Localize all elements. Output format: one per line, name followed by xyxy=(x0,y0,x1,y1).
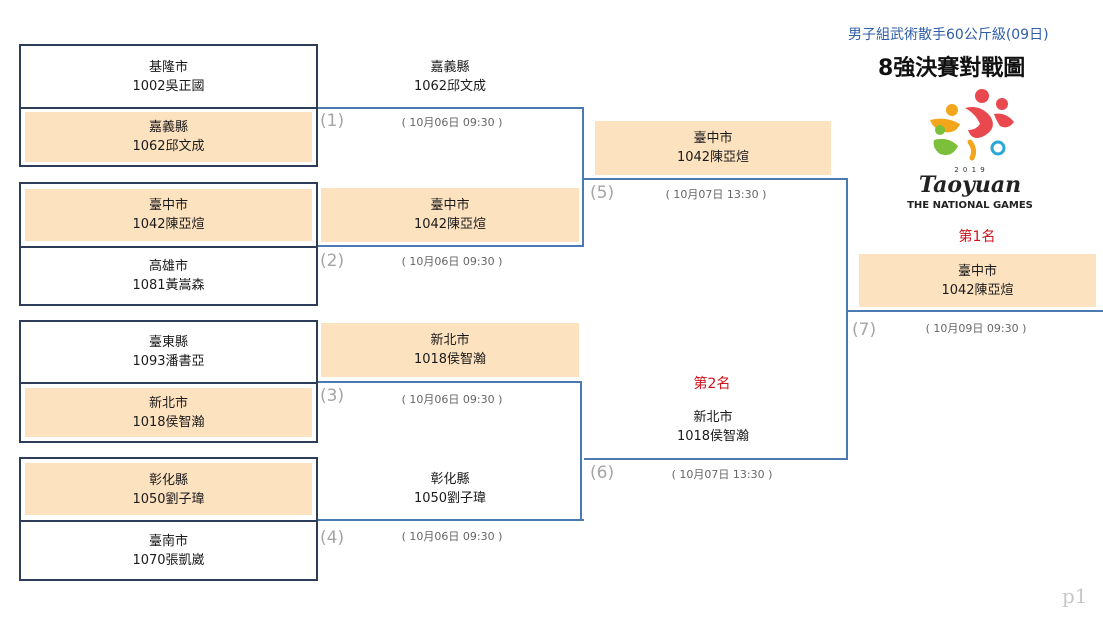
page-number: p1 xyxy=(1062,584,1088,608)
bracket-line xyxy=(582,107,584,247)
seed-box: 嘉義縣 1062邱文成 xyxy=(19,107,318,167)
bracket-line xyxy=(580,381,582,521)
player-name: 1018侯智瀚 xyxy=(413,352,487,367)
seed-box: 臺中市 1042陳亞煊 xyxy=(19,182,318,248)
seed-box: 新北市 1018侯智瀚 xyxy=(19,382,318,443)
team-city: 嘉義縣 xyxy=(148,120,188,135)
round2-entry: 彰化縣 1050劉子瑋 xyxy=(321,469,579,509)
player-name: 1042陳亞煊 xyxy=(132,217,205,232)
match-number: (5) xyxy=(590,183,615,203)
player-name: 1050劉子瑋 xyxy=(132,491,205,507)
match-number: (7) xyxy=(852,320,877,340)
seed-box: 彰化縣 1050劉子瑋 xyxy=(19,457,318,522)
team-city: 臺東縣 xyxy=(148,335,188,350)
match-time: ( 10月06日 09:30 ) xyxy=(401,530,503,543)
round2-entry: 臺中市 1042陳亞煊 xyxy=(321,188,579,242)
round3-entry: 新北市 1018侯智瀚 xyxy=(595,406,831,448)
player-name: 1081黃嵩森 xyxy=(132,278,205,293)
bracket-line xyxy=(318,381,582,383)
match-time: ( 10月06日 09:30 ) xyxy=(401,393,503,406)
team-city: 臺中市 xyxy=(148,198,188,213)
match-time: ( 10月07日 13:30 ) xyxy=(671,468,773,481)
team-city: 新北市 xyxy=(693,410,733,425)
second-place-label: 第2名 xyxy=(693,376,731,392)
match-time: ( 10月06日 09:30 ) xyxy=(401,255,503,268)
player-name: 1062邱文成 xyxy=(413,79,487,94)
team-city: 臺中市 xyxy=(957,263,997,279)
bracket-line xyxy=(318,519,584,521)
team-city: 新北市 xyxy=(430,333,470,348)
match-number: (6) xyxy=(590,463,615,483)
team-city: 臺南市 xyxy=(148,533,188,549)
round3-entry: 臺中市 1042陳亞煊 xyxy=(595,121,831,175)
player-name: 1062邱文成 xyxy=(132,139,205,154)
player-name: 1002吳正國 xyxy=(132,78,205,94)
team-city: 彰化縣 xyxy=(430,472,470,487)
bracket-line xyxy=(318,107,584,109)
team-city: 嘉義縣 xyxy=(430,60,470,75)
bracket-line xyxy=(584,458,848,460)
player-name: 1070張凱崴 xyxy=(132,552,205,568)
logo-figures-icon xyxy=(930,89,1014,161)
seed-box: 臺南市 1070張凱崴 xyxy=(19,520,318,581)
bracket-line xyxy=(318,245,584,247)
player-name: 1050劉子瑋 xyxy=(413,491,487,506)
team-city: 臺中市 xyxy=(693,131,733,146)
player-name: 1042陳亞煊 xyxy=(676,150,750,165)
team-city: 高雄市 xyxy=(148,259,188,274)
player-name: 1018侯智瀚 xyxy=(132,414,205,430)
player-name: 1042陳亞煊 xyxy=(413,217,487,232)
logo-wordmark: Taoyuan xyxy=(918,172,1022,198)
bracket-subtitle: 男子組武術散手60公斤級(09日) xyxy=(848,27,1049,43)
round2-entry: 新北市 1018侯智瀚 xyxy=(321,323,579,377)
team-city: 新北市 xyxy=(148,395,188,411)
match-time: ( 10月09日 09:30 ) xyxy=(925,322,1027,335)
bracket-line xyxy=(846,178,848,460)
match-number: (2) xyxy=(320,251,345,271)
logo-year: 2 0 1 9 xyxy=(954,166,986,174)
seed-box: 臺東縣 1093潘書亞 xyxy=(19,320,318,384)
match-time: ( 10月06日 09:30 ) xyxy=(401,116,503,129)
player-name: 1018侯智瀚 xyxy=(676,429,750,444)
bracket-line xyxy=(848,310,1103,312)
national-games-logo: 2 0 1 9 Taoyuan THE NATIONAL GAMES xyxy=(907,86,1033,214)
match-number: (4) xyxy=(320,528,345,548)
player-name: 1042陳亞煊 xyxy=(941,282,1014,298)
match-number: (1) xyxy=(320,111,345,131)
seed-box: 基隆市 1002吳正國 xyxy=(19,44,318,109)
seed-box: 高雄市 1081黃嵩森 xyxy=(19,246,318,306)
games-name: THE NATIONAL GAMES xyxy=(907,200,1033,211)
player-name: 1093潘書亞 xyxy=(132,354,205,369)
champion-entry: 臺中市 1042陳亞煊 xyxy=(859,254,1096,307)
team-city: 彰化縣 xyxy=(148,472,188,488)
team-city: 臺中市 xyxy=(430,198,470,213)
first-place-label: 第1名 xyxy=(958,229,996,245)
match-time: ( 10月07日 13:30 ) xyxy=(665,188,767,201)
round2-entry: 嘉義縣 1062邱文成 xyxy=(321,57,579,97)
bracket-title: 8強決賽對戰圖 xyxy=(878,56,1026,81)
bracket-line xyxy=(584,178,848,180)
team-city: 基隆市 xyxy=(148,59,188,75)
match-number: (3) xyxy=(320,386,345,406)
